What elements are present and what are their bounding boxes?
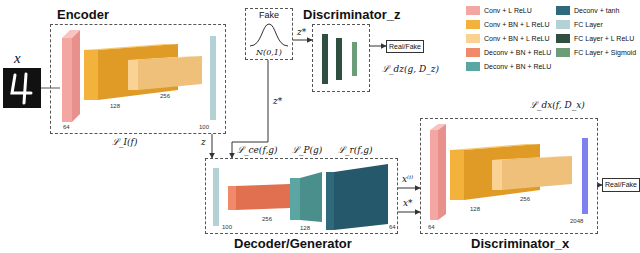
loss-label: ℒ_I(f) <box>112 137 137 148</box>
decoder-layers <box>213 164 388 230</box>
legend-swatch <box>466 6 480 15</box>
connector-arrow <box>232 60 268 158</box>
dimension-number: 128 <box>300 225 310 232</box>
legend-entry: Conv + BN + L ReLU <box>466 34 550 43</box>
connector-arrow <box>398 212 420 213</box>
output-label: Real/Fake <box>389 43 421 51</box>
discriminator-z-block: Discriminator_z <box>312 24 370 92</box>
dimension-number: 100 <box>222 224 232 231</box>
legend-text: FC Layer <box>574 20 603 29</box>
legend-swatch <box>466 48 480 57</box>
legend-swatch <box>556 48 570 57</box>
edge-label: z* <box>272 96 283 107</box>
block-title: Discriminator_z <box>303 7 401 22</box>
legend-entry: Conv + BN + L ReLU <box>466 20 550 29</box>
dimension-number: 64 <box>389 224 396 231</box>
edge-label: z* <box>296 27 307 38</box>
distribution-label: N(0,1) <box>246 48 292 58</box>
legend-text: Deconv + BN + ReLU <box>484 48 551 57</box>
legend-swatch <box>556 20 570 29</box>
noise-prior-box: FakeN(0,1) <box>245 8 293 60</box>
dimension-number: 64 <box>63 124 70 131</box>
legend-entry: FC Layer + Sigmoid <box>556 48 636 57</box>
edge-label: x⁽ⁱ⁾ <box>401 174 414 185</box>
dimension-number: 256 <box>520 196 530 203</box>
legend-swatch <box>556 34 570 43</box>
dimension-number: 256 <box>262 216 272 223</box>
box-title: Fake <box>246 10 292 20</box>
discriminator-x-layers <box>430 124 588 220</box>
encoder-layers <box>62 30 216 122</box>
legend-swatch <box>466 34 480 43</box>
loss-label: ℒ_dx(f, D_x) <box>530 100 585 111</box>
legend-entry: FC Layer + L ReLU <box>556 34 634 43</box>
discriminator-x-block: Discriminator_x <box>420 118 598 234</box>
legend-swatch <box>466 62 480 71</box>
input-label: x <box>14 50 21 66</box>
dimension-number: 256 <box>160 93 170 100</box>
output-box: Real/Fake <box>386 40 424 53</box>
legend-entry: Deconv + BN + ReLU <box>466 48 551 57</box>
dimension-number: 128 <box>110 103 120 110</box>
legend-swatch <box>466 20 480 29</box>
output-label: Real/Fake <box>605 181 637 189</box>
input-digit <box>3 68 41 108</box>
block-title: Discriminator_x <box>471 236 569 251</box>
loss-label: ℒ_P(g) <box>292 145 322 156</box>
loss-label: ℒ_r(f,g) <box>338 145 372 156</box>
digit-stroke <box>12 74 31 103</box>
connector-arrow <box>293 40 312 41</box>
connector-arrow <box>370 46 386 47</box>
legend-entry: Deconv + BN + ReLU <box>466 62 551 71</box>
decoder-block: Decoder/Generator <box>205 158 398 234</box>
dimension-number: 128 <box>470 206 480 213</box>
dimension-number: 2048 <box>570 218 583 225</box>
legend-text: Conv + BN + L ReLU <box>484 20 550 29</box>
connector-arrow <box>398 188 420 189</box>
connector-arrow <box>212 134 213 158</box>
edge-label: z <box>200 137 207 148</box>
legend-text: FC Layer + Sigmoid <box>574 48 636 57</box>
legend-text: Deconv + BN + ReLU <box>484 62 551 71</box>
legend-text: Conv + L ReLU <box>484 6 532 15</box>
dimension-number: 100 <box>199 124 209 131</box>
encoder-block: Encoder <box>50 24 226 134</box>
legend-text: Conv + BN + L ReLU <box>484 34 550 43</box>
loss-label: ℒ_ce(f,g) <box>237 145 278 156</box>
gaussian-curve <box>250 24 288 46</box>
legend-entry: FC Layer <box>556 20 603 29</box>
legend-swatch <box>556 6 570 15</box>
block-title: Decoder/Generator <box>234 236 352 251</box>
block-title: Encoder <box>57 7 109 22</box>
loss-label: ℒ_dz(g, D_z) <box>382 64 439 75</box>
output-box: Real/Fake <box>602 178 640 192</box>
edge-label: x* <box>402 198 414 209</box>
legend-text: FC Layer + L ReLU <box>574 34 634 43</box>
legend-entry: Deconv + tanh <box>556 6 619 15</box>
dimension-number: 64 <box>428 224 435 231</box>
legend-text: Deconv + tanh <box>574 6 619 15</box>
discriminator-z-layers <box>322 34 357 84</box>
legend-entry: Conv + L ReLU <box>466 6 532 15</box>
